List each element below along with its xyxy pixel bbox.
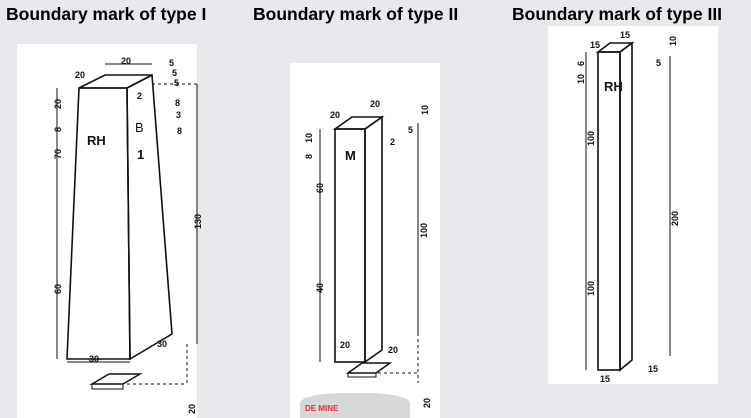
- dim-top-depth: 20: [330, 110, 340, 120]
- dim-h-top: 6: [576, 61, 586, 66]
- dim-h-low: 40: [315, 283, 325, 293]
- type-1-drawing-panel: 20 20 2 20 8 70 60 130 30 30 20 5 5 5 8 …: [17, 44, 203, 418]
- side-label-1: 1: [137, 147, 144, 162]
- title-type-1: Boundary mark of type I: [6, 4, 207, 24]
- dim-h-band: 8: [53, 127, 63, 132]
- dim-top-depth: 15: [590, 40, 600, 50]
- logo-map-shape: [300, 393, 410, 418]
- dim-h-top: 20: [53, 99, 63, 109]
- mark-label-m: M: [345, 148, 356, 163]
- dim-r1: 10: [420, 105, 430, 115]
- dim-r2: 5: [408, 125, 413, 135]
- dim-base-width: 20: [340, 340, 350, 350]
- type-3-drawing-panel: 15 15 10 5 6 10 100 100 200 15 15 20 RH: [548, 26, 718, 384]
- dim-edge: 2: [390, 137, 395, 147]
- mark-label-rh: RH: [604, 79, 623, 94]
- dim-r4: 8: [175, 98, 180, 108]
- dim-base-depth: 20: [388, 345, 398, 355]
- dim-total: 100: [419, 223, 429, 238]
- type-1-drawing: 20 20 2 20 8 70 60 130 30 30 20 5 5 5 8 …: [53, 56, 203, 414]
- dim-top-width: 15: [620, 30, 630, 40]
- title-type-3: Boundary mark of type III: [512, 4, 723, 24]
- dim-base-width: 15: [600, 374, 610, 384]
- mark-label-rh: RH: [87, 133, 106, 148]
- dim-plate-gap: 20: [187, 404, 197, 414]
- dim-h-mid: 70: [53, 149, 63, 159]
- dim-top-depth: 20: [75, 70, 85, 80]
- dim-top-width: 20: [121, 56, 131, 66]
- dim-base-width: 30: [89, 354, 99, 364]
- dim-r1: 10: [668, 36, 678, 46]
- dim-total: 200: [670, 211, 680, 226]
- dim-h-band: 8: [304, 154, 314, 159]
- dim-r1: 5: [169, 58, 174, 68]
- dim-h-mid: 60: [315, 183, 325, 193]
- dim-h-low: 60: [53, 284, 63, 294]
- side-label-b: B: [135, 120, 144, 135]
- dim-h-band: 10: [576, 74, 586, 84]
- type-2-drawing-panel: 20 20 2 10 8 60 40 100 10 5 20 20 20 M D…: [290, 63, 440, 418]
- logo-text: DE MINE: [305, 404, 339, 413]
- dim-base-depth: 30: [157, 339, 167, 349]
- dim-h-low: 100: [586, 281, 596, 296]
- dim-base-depth: 15: [648, 364, 658, 374]
- dim-plate-gap: 20: [422, 398, 432, 408]
- type-2-drawing: 20 20 2 10 8 60 40 100 10 5 20 20 20 M: [304, 99, 432, 408]
- dim-total: 130: [193, 214, 203, 229]
- dim-edge: 2: [137, 91, 142, 101]
- dim-r2: 5: [656, 58, 661, 68]
- dim-r5: 3: [176, 110, 181, 120]
- dim-h-mid: 100: [586, 131, 596, 146]
- dim-r6: 8: [177, 126, 182, 136]
- type-3-drawing: 15 15 10 5 6 10 100 100 200 15 15 20 RH: [576, 30, 680, 384]
- dim-top-width: 20: [370, 99, 380, 109]
- title-type-2: Boundary mark of type II: [253, 4, 459, 24]
- dim-h-top: 10: [304, 133, 314, 143]
- dim-r3: 5: [174, 78, 179, 88]
- dim-r2: 5: [172, 68, 177, 78]
